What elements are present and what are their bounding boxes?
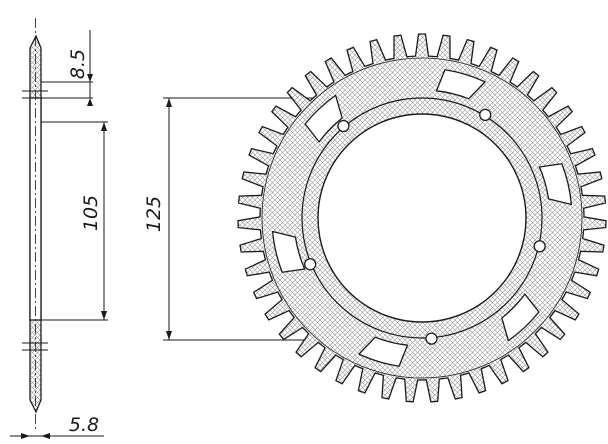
dimension-offset: 8.5 xyxy=(41,30,93,106)
dimension-inner-bore: 105 xyxy=(41,121,108,321)
lightening-cutout xyxy=(538,163,573,206)
bolt-hole xyxy=(337,119,350,133)
bolt-hole xyxy=(425,332,438,345)
carrier-ring xyxy=(301,97,543,339)
sprocket-front-view xyxy=(237,33,607,403)
dimension-thickness-label: 5.8 xyxy=(69,414,99,436)
dimension-inner-bore-label: 105 xyxy=(80,195,102,231)
dimension-thickness: 5.8 xyxy=(10,414,104,439)
lightening-cutout xyxy=(501,293,540,342)
dimension-bolt-circle-label: 125 xyxy=(143,196,165,232)
bolt-hole xyxy=(479,108,492,121)
lightening-cutout xyxy=(358,336,409,367)
lightening-cutout xyxy=(304,94,343,143)
lightening-cutout xyxy=(435,69,486,100)
bolt-hole xyxy=(533,240,546,253)
lightening-cutout xyxy=(271,230,306,273)
lightening-cutouts xyxy=(271,69,573,367)
tooth-root-circle xyxy=(261,57,583,379)
side-view xyxy=(22,18,48,432)
center-bore xyxy=(317,113,527,323)
bolt-hole xyxy=(304,258,317,271)
bolt-holes xyxy=(304,108,546,345)
dimension-offset-label: 8.5 xyxy=(67,49,89,79)
